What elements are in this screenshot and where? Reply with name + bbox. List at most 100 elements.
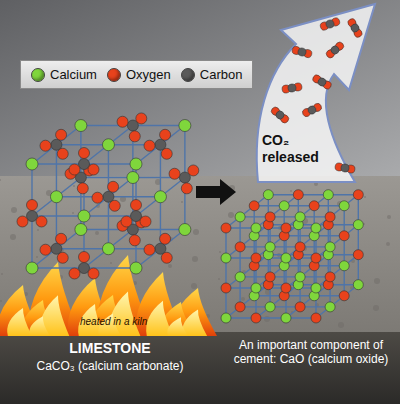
atom	[92, 192, 103, 203]
atom	[311, 253, 321, 263]
atom	[309, 201, 319, 211]
wall-spot	[338, 322, 344, 328]
wall-spot	[386, 242, 390, 246]
lattice-line	[316, 255, 358, 288]
atom	[274, 109, 285, 120]
atom	[251, 223, 261, 233]
atom	[307, 105, 318, 116]
legend-text: Calcium	[50, 67, 97, 82]
atom	[311, 313, 321, 323]
lattice-line	[328, 195, 329, 285]
atom	[17, 216, 28, 227]
atom	[79, 148, 90, 159]
product-label: An important component of cement: CaO (c…	[228, 338, 394, 367]
lattice-line	[84, 178, 133, 216]
atom	[353, 190, 363, 200]
atom	[251, 283, 261, 293]
atom	[40, 140, 51, 151]
atom	[325, 242, 335, 252]
atom	[117, 116, 128, 127]
wall-spot	[110, 262, 112, 264]
legend-item: Carbon	[181, 67, 243, 82]
atom	[79, 263, 90, 274]
atom	[287, 83, 296, 92]
atom	[69, 268, 80, 279]
atom	[144, 244, 155, 255]
atom	[79, 252, 90, 263]
atom	[108, 181, 119, 192]
lattice-line	[226, 317, 316, 318]
atom	[235, 272, 245, 282]
co2-molecule	[301, 102, 323, 118]
atom	[325, 302, 335, 312]
atom	[131, 200, 142, 211]
atom	[75, 120, 87, 132]
atom	[169, 168, 180, 179]
atom	[353, 220, 363, 230]
wall-spot	[168, 264, 172, 268]
atom	[221, 253, 231, 263]
flame-core	[29, 316, 50, 336]
lattice-line	[329, 217, 330, 307]
flame-core	[7, 308, 32, 336]
lattice-line	[269, 217, 270, 307]
reaction-arrow	[196, 179, 236, 205]
wall-spot	[191, 283, 197, 289]
co2-molecule	[347, 17, 364, 38]
atom	[353, 280, 363, 290]
atom	[339, 261, 349, 271]
atom	[160, 233, 171, 244]
floor	[0, 332, 400, 404]
co2-molecule	[325, 41, 345, 60]
atom	[129, 235, 140, 246]
atom	[154, 191, 166, 203]
atom	[251, 313, 261, 323]
atom	[130, 158, 142, 170]
atom	[295, 212, 305, 222]
atom	[188, 165, 199, 176]
atom	[88, 268, 99, 279]
atom	[40, 244, 51, 255]
legend-text: Oxygen	[126, 67, 171, 82]
flame-core	[182, 310, 207, 336]
wall-spot	[181, 201, 183, 203]
wall-spot	[1, 273, 3, 275]
wall-spot	[374, 278, 380, 284]
wall-spot	[0, 300, 2, 302]
atom	[109, 200, 120, 211]
lattice-line	[136, 126, 185, 164]
atom	[339, 201, 349, 211]
atom	[56, 129, 67, 140]
atom	[235, 242, 245, 252]
co2-molecule	[270, 106, 290, 125]
material-name: LIMESTONE	[20, 340, 200, 357]
wall-spot	[387, 215, 391, 219]
atom	[325, 272, 335, 282]
formula-label: CaCO₃ (calcium carbonate)	[10, 359, 210, 373]
co2-label: CO₂ released	[262, 132, 342, 166]
atom	[131, 211, 142, 222]
lattice-line	[315, 228, 316, 318]
lattice-line	[240, 216, 330, 217]
atom	[235, 212, 245, 222]
wall-spot	[37, 229, 39, 231]
atom	[281, 283, 291, 293]
atom	[350, 23, 361, 34]
process-note: heated in a kiln	[80, 316, 180, 328]
atom	[297, 47, 307, 57]
atom	[57, 252, 68, 263]
wall-spot	[241, 297, 245, 301]
atom	[161, 252, 172, 263]
atom	[281, 313, 291, 323]
wall-spot	[364, 196, 366, 198]
wall-spot	[72, 212, 74, 214]
wall-spot	[192, 256, 198, 262]
atom	[311, 283, 321, 293]
wall-spot	[73, 185, 75, 187]
lattice-line	[255, 228, 256, 318]
lattice-line	[285, 228, 286, 318]
kiln-fire	[0, 255, 217, 336]
atom	[279, 201, 289, 211]
lattice-line	[316, 195, 358, 228]
wall-spot	[0, 179, 1, 181]
